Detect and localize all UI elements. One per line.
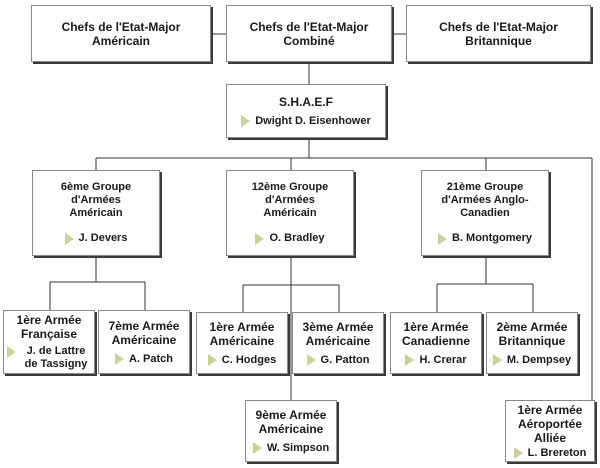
army-commander: C. Hodges — [207, 353, 277, 367]
army-commander-name: C. Hodges — [221, 353, 277, 366]
pointer-triangle-icon — [7, 346, 16, 358]
pointer-triangle-icon — [207, 354, 217, 366]
army-title: 2ème Armée Britannique — [496, 319, 568, 348]
shaef-commander: Dwight D. Eisenhower — [241, 115, 371, 128]
box-army-1-american: 1ère Armée Américaine C. Hodges — [196, 312, 288, 374]
box-army-2-british: 2ème Armée Britannique M. Dempsey — [486, 312, 578, 374]
pointer-triangle-icon — [437, 232, 447, 245]
army-title: 9ème Armée Américaine — [255, 407, 327, 436]
box-army-7-american: 7ème Armée Américaine A. Patch — [98, 310, 190, 374]
army-commander-name: L. Brereton — [527, 446, 587, 459]
combined-chiefs-title: Chefs de l'Etat-Major Combiné — [249, 19, 369, 48]
pointer-triangle-icon — [255, 232, 265, 245]
army-commander: H. Crerar — [405, 353, 467, 367]
pointer-triangle-icon — [252, 442, 262, 454]
army-title: 1ère Armée Française — [16, 313, 82, 341]
army-commander-name: M. Dempsey — [506, 353, 572, 366]
army-group-commander: O. Bradley — [255, 232, 325, 245]
army-title: 7ème Armée Américaine — [108, 318, 180, 347]
army-commander-name: J. de Lattre de Tassigny — [24, 345, 88, 370]
army-commander: M. Dempsey — [492, 353, 572, 367]
army-title: 1ère Armée Aéroportée Alliée — [517, 402, 583, 445]
army-title: 1ère Armée Canadienne — [401, 319, 470, 348]
shaef-title: S.H.A.E.F — [278, 94, 333, 109]
us-chiefs-title: Chefs de l'Etat-Major Américain — [61, 19, 181, 48]
box-army-1-french: 1ère Armée Française J. de Lattre de Tas… — [3, 310, 95, 374]
army-commander-name: W. Simpson — [266, 441, 330, 454]
pointer-triangle-icon — [513, 447, 523, 459]
pointer-triangle-icon — [64, 232, 74, 245]
box-army-1-airborne: 1ère Armée Aéroportée Alliée L. Brereton — [505, 400, 595, 462]
pointer-triangle-icon — [405, 354, 415, 366]
pointer-triangle-icon — [492, 354, 502, 366]
box-army-1-canadian: 1ère Armée Canadienne H. Crerar — [390, 312, 482, 374]
pointer-triangle-icon — [114, 353, 124, 365]
army-commander: J. de Lattre de Tassigny — [7, 345, 91, 371]
army-group-commander-name: B. Montgomery — [451, 232, 533, 244]
box-combined-chiefs: Chefs de l'Etat-Major Combiné — [226, 5, 392, 62]
uk-chiefs-title: Chefs de l'Etat-Major Britannique — [439, 19, 558, 48]
army-commander: W. Simpson — [252, 441, 330, 455]
army-group-commander: B. Montgomery — [437, 232, 533, 245]
box-army-group-21: 21ème Groupe d'Armées Anglo-Canadien B. … — [421, 170, 549, 256]
army-commander-name: H. Crerar — [419, 353, 467, 366]
army-commander-name: A. Patch — [128, 352, 173, 365]
box-us-chiefs: Chefs de l'Etat-Major Américain — [31, 5, 211, 62]
box-army-9-american: 9ème Armée Américaine W. Simpson — [245, 400, 337, 462]
army-title: 3ème Armée Américaine — [302, 319, 374, 348]
box-army-group-6: 6ème Groupe d'Armées Américain J. Devers — [32, 170, 160, 256]
army-group-commander: J. Devers — [64, 232, 128, 245]
pointer-triangle-icon — [241, 115, 251, 127]
army-group-commander-name: J. Devers — [78, 232, 128, 244]
box-army-3-american: 3ème Armée Américaine G. Patton — [292, 312, 384, 374]
army-group-title: 21ème Groupe d'Armées Anglo-Canadien — [441, 181, 529, 219]
box-army-group-12: 12ème Groupe d'Armées Américain O. Bradl… — [226, 170, 354, 256]
pointer-triangle-icon — [306, 354, 316, 366]
army-commander-name: G. Patton — [320, 353, 370, 366]
army-group-title: 12ème Groupe d'Armées Américain — [251, 181, 329, 219]
shaef-commander-name: Dwight D. Eisenhower — [255, 114, 371, 127]
army-title: 1ère Armée Américaine — [209, 319, 275, 348]
box-uk-chiefs: Chefs de l'Etat-Major Britannique — [406, 5, 591, 62]
box-shaef: S.H.A.E.F Dwight D. Eisenhower — [226, 84, 386, 138]
army-commander: A. Patch — [114, 352, 173, 366]
army-group-commander-name: O. Bradley — [269, 232, 325, 244]
army-group-title: 6ème Groupe d'Armées Américain — [60, 181, 132, 219]
army-commander: G. Patton — [306, 353, 370, 367]
army-commander: L. Brereton — [513, 446, 587, 460]
